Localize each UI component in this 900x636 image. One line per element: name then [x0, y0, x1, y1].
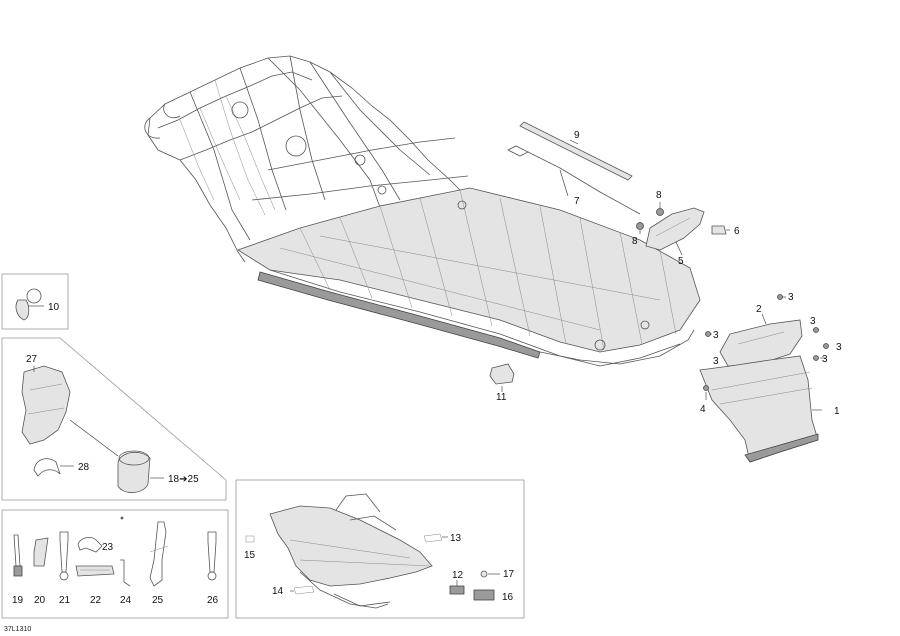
bulb	[711, 225, 727, 235]
callout-24: 24	[120, 595, 132, 606]
callout-labels: 9 7 8 8 6 5 2 3 3 3 3 3 3 4 1 10 11 27 2…	[12, 130, 842, 606]
part-16-plate	[473, 589, 495, 601]
screw-icon	[823, 343, 829, 349]
callout-18-25: 18➔25	[168, 474, 199, 485]
callout-15: 15	[244, 550, 256, 561]
callout-14: 14	[272, 586, 284, 597]
tool-24-hex-key	[120, 559, 131, 587]
tool-22	[75, 565, 115, 577]
chassis-frame	[144, 55, 701, 367]
callout-22: 22	[90, 595, 102, 606]
callout-2: 2	[756, 304, 762, 315]
rivet-icon	[703, 385, 709, 391]
callout-17: 17	[503, 569, 515, 580]
grommet-icon	[656, 208, 664, 216]
screw-icon	[705, 331, 711, 337]
callout-21: 21	[59, 595, 71, 606]
part-17-clip	[480, 570, 488, 578]
callout-19: 19	[12, 595, 24, 606]
callout-3: 3	[810, 316, 816, 327]
tool-25-spanner	[149, 521, 167, 587]
callout-9: 9	[574, 130, 580, 141]
tool-26-wrench	[207, 531, 217, 573]
flap-bracket	[719, 319, 803, 367]
reflector-strip	[519, 121, 633, 181]
callout-23: 23	[102, 542, 114, 553]
callout-4: 4	[700, 404, 706, 415]
panel-tools	[1, 509, 229, 619]
document-code: 37L1310	[4, 626, 31, 633]
taillight-assembly	[507, 121, 730, 256]
callout-5: 5	[678, 256, 684, 267]
callout-3: 3	[713, 330, 719, 341]
taillight-lens	[645, 207, 705, 251]
part-12-plate	[449, 585, 465, 595]
panel-toolkit-case	[1, 337, 227, 520]
callout-8: 8	[632, 236, 638, 247]
tool-21-wrench	[59, 531, 69, 573]
panel-decals	[235, 479, 525, 619]
tool-20-socket	[33, 537, 49, 567]
callout-6: 6	[734, 226, 740, 237]
callout-20: 20	[34, 595, 46, 606]
callout-25: 25	[152, 595, 164, 606]
callout-3: 3	[836, 342, 842, 353]
callout-26: 26	[207, 595, 219, 606]
screw-icon	[813, 327, 819, 333]
callout-27: 27	[26, 354, 38, 365]
snowflap	[699, 355, 819, 463]
tool-23	[77, 536, 103, 553]
snowflap-assembly	[699, 294, 829, 463]
tool-19	[13, 534, 21, 567]
callout-7: 7	[574, 196, 580, 207]
callout-13: 13	[450, 533, 462, 544]
panel-part-10	[1, 273, 69, 330]
grommet-icon	[636, 222, 644, 230]
callout-12: 12	[452, 570, 464, 581]
callout-1: 1	[834, 406, 840, 417]
callout-11: 11	[496, 392, 507, 403]
callout-3: 3	[822, 354, 828, 365]
toolkit-case	[21, 365, 71, 445]
callout-10: 10	[48, 302, 60, 313]
wiring-harness	[507, 145, 529, 157]
strap	[33, 458, 61, 477]
snowmobile-outline	[269, 505, 433, 587]
screw-icon	[813, 355, 819, 361]
callout-16: 16	[502, 592, 514, 603]
screw-icon	[777, 294, 783, 300]
part-11-clip	[489, 363, 515, 392]
tool-pouch	[117, 451, 151, 493]
callout-28: 28	[78, 462, 90, 473]
callout-3: 3	[788, 292, 794, 303]
callout-8: 8	[656, 190, 662, 201]
callout-3: 3	[713, 356, 719, 367]
